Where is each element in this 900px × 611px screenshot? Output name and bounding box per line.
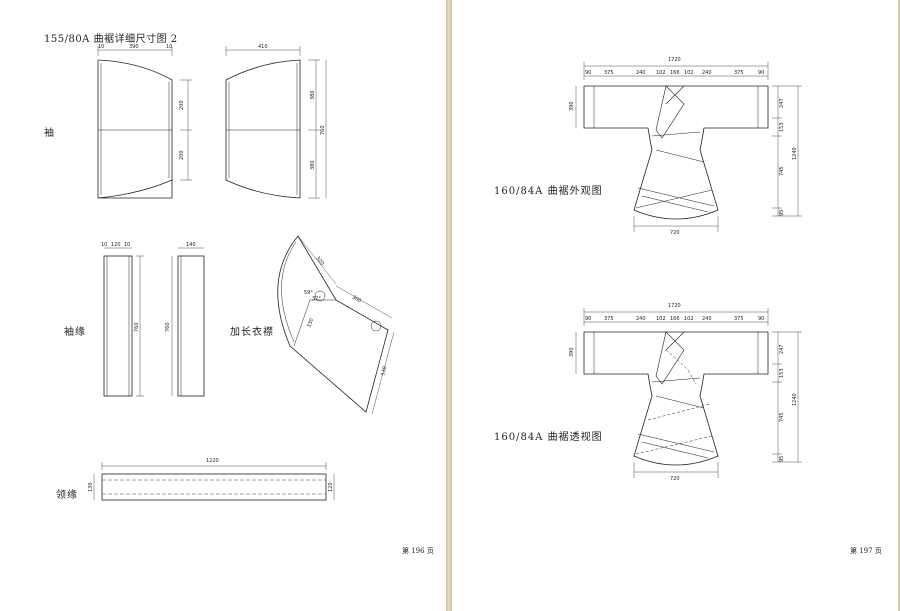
dim-sleeve1-r2: 200 xyxy=(179,150,185,160)
dim-collar-length: 1220 xyxy=(206,458,219,464)
xray-stack-4: 95 xyxy=(779,456,785,462)
cuff-piece-2 xyxy=(171,247,205,397)
xray-seg-8: 375 xyxy=(734,316,744,322)
outer-seg-5: 166 xyxy=(670,70,680,76)
xray-stack-3: 745 xyxy=(779,412,785,422)
dim-cuff1-height: 760 xyxy=(134,322,140,332)
caption-outer-view: 160/84A 曲裾外观图 xyxy=(494,186,603,197)
left-page: 155/80A 曲裾详细尺寸图 2 袖 袖缘 加长衣襟 领缘 第 196 页 xyxy=(0,0,446,611)
xray-seg-5: 166 xyxy=(670,316,680,322)
outer-stack-3: 745 xyxy=(779,166,785,176)
dim-collar-right: 120 xyxy=(328,482,334,492)
dim-cuff1-c: 10 xyxy=(124,242,130,248)
outer-seg-6: 102 xyxy=(684,70,694,76)
outer-seg-1: 90 xyxy=(585,70,591,76)
dim-sleeve2-top: 410 xyxy=(258,44,268,50)
dim-sleeve2-r1: 380 xyxy=(310,90,316,100)
outer-stack-1: 247 xyxy=(779,98,785,108)
outer-seg-4: 102 xyxy=(656,70,666,76)
xray-seg-2: 375 xyxy=(604,316,614,322)
xray-total-width: 1720 xyxy=(668,303,681,309)
xray-sleeve-height: 390 xyxy=(569,347,575,357)
label-cuff: 袖缘 xyxy=(64,327,86,338)
collar-piece xyxy=(93,462,335,501)
outer-total-height: 1240 xyxy=(792,147,798,160)
dim-sleeve2-total: 760 xyxy=(320,125,326,135)
xray-seg-1: 90 xyxy=(585,316,591,322)
left-page-title: 155/80A 曲裾详细尺寸图 2 xyxy=(44,34,178,45)
right-page-number: 第 197 页 xyxy=(850,547,882,555)
garment-outer xyxy=(575,62,802,232)
xray-seg-4: 102 xyxy=(656,316,666,322)
sleeve-piece-2 xyxy=(225,46,327,199)
dim-collar-left: 130 xyxy=(88,482,94,492)
garment-xray xyxy=(575,308,802,478)
lapel-piece xyxy=(277,235,395,415)
dim-sleeve1-r1: 200 xyxy=(179,100,185,110)
outer-seg-7: 240 xyxy=(702,70,712,76)
xray-seg-3: 240 xyxy=(636,316,646,322)
xray-hem-width: 720 xyxy=(670,476,680,482)
xray-seg-9: 90 xyxy=(758,316,764,322)
outer-stack-4: 95 xyxy=(779,210,785,216)
dim-cuff1-b: 120 xyxy=(111,242,121,248)
dim-sleeve1-b: 390 xyxy=(129,44,139,50)
outer-seg-9: 90 xyxy=(758,70,764,76)
dim-lapel-side: 530 xyxy=(380,366,388,377)
dim-cuff2-height: 760 xyxy=(165,322,171,332)
outer-seg-8: 375 xyxy=(734,70,744,76)
dim-lapel-top: 320 xyxy=(314,256,325,267)
dim-lapel-angle1: 59° xyxy=(304,290,313,296)
dim-sleeve2-r2: 380 xyxy=(310,160,316,170)
caption-xray-view: 160/84A 曲裾透视图 xyxy=(494,432,603,443)
xray-total-height: 1240 xyxy=(792,393,798,406)
left-pattern-drawing: 10 390 10 200 200 410 380 380 760 10 120… xyxy=(88,44,395,501)
outer-sleeve-height: 390 xyxy=(569,101,575,111)
book-gutter xyxy=(446,0,452,611)
outer-total-width: 1720 xyxy=(668,57,681,63)
dim-lapel-mid: 300 xyxy=(351,295,362,305)
right-page: 160/84A 曲裾外观图 160/84A 曲裾透视图 第 197 页 xyxy=(452,0,898,611)
dim-lapel-angle2: 32° xyxy=(312,296,321,302)
dim-cuff2-top: 140 xyxy=(186,242,196,248)
cuff-piece-1 xyxy=(103,247,144,397)
dim-sleeve1-a: 10 xyxy=(98,44,104,50)
label-sleeve: 袖 xyxy=(44,128,55,139)
sleeve-piece-1 xyxy=(97,46,192,199)
left-page-number: 第 196 页 xyxy=(402,547,434,555)
xray-stack-2: 153 xyxy=(779,368,785,378)
dim-sleeve1-c: 10 xyxy=(166,44,172,50)
label-collar: 领缘 xyxy=(56,490,78,501)
xray-seg-7: 240 xyxy=(702,316,712,322)
right-garment-drawing: 1720 90 375 240 102 166 102 240 375 90 3… xyxy=(569,57,802,482)
label-extended-lapel: 加长衣襟 xyxy=(230,327,274,338)
xray-stack-1: 247 xyxy=(779,344,785,354)
outer-stack-2: 153 xyxy=(779,122,785,132)
xray-seg-6: 102 xyxy=(684,316,694,322)
dim-lapel-inner: 330 xyxy=(306,318,315,329)
dim-cuff1-a: 10 xyxy=(101,242,107,248)
outer-hem-width: 720 xyxy=(670,230,680,236)
outer-seg-2: 375 xyxy=(604,70,614,76)
outer-seg-3: 240 xyxy=(636,70,646,76)
